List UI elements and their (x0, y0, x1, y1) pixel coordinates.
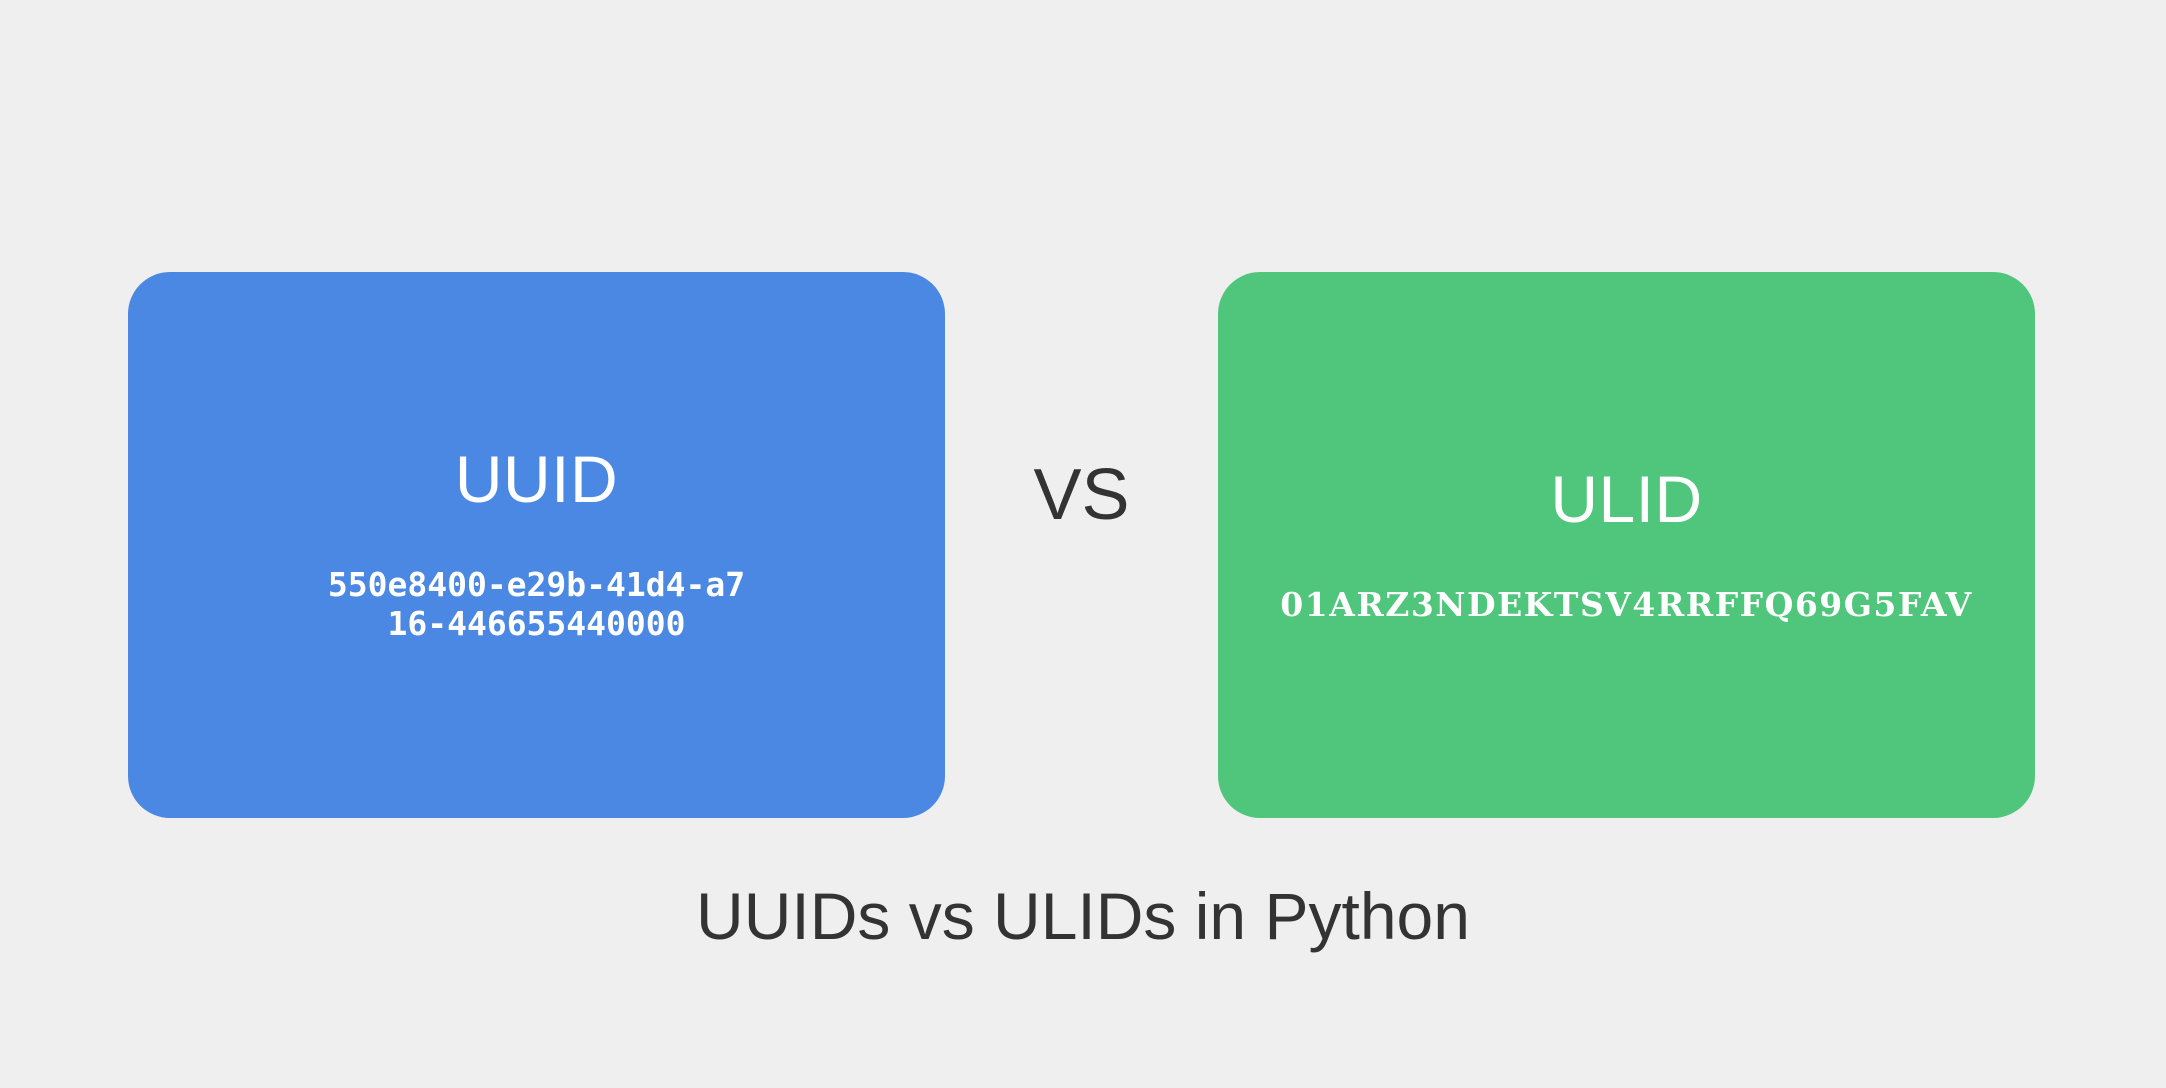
versus-separator: VS (945, 272, 1218, 818)
uuid-card[interactable]: UUID 550e8400-e29b-41d4-a716-44665544000… (128, 272, 945, 818)
ulid-card-title: ULID (1550, 461, 1703, 536)
ulid-card[interactable]: ULID 01ARZ3NDEKTSV4RRFFQ69G5FAV (1218, 272, 2035, 818)
ulid-sample-value: 01ARZ3NDEKTSV4RRFFQ69G5FAV (1280, 584, 1973, 624)
versus-label: VS (1033, 455, 1130, 535)
uuid-card-title: UUID (454, 442, 619, 517)
comparison-row: UUID 550e8400-e29b-41d4-a716-44665544000… (0, 272, 2166, 818)
uuid-sample-value: 550e8400-e29b-41d4-a716-446655440000 (327, 565, 746, 643)
page-title: UUIDs vs ULIDs in Python (696, 879, 1470, 953)
caption-area: UUIDs vs ULIDs in Python (0, 880, 2166, 953)
